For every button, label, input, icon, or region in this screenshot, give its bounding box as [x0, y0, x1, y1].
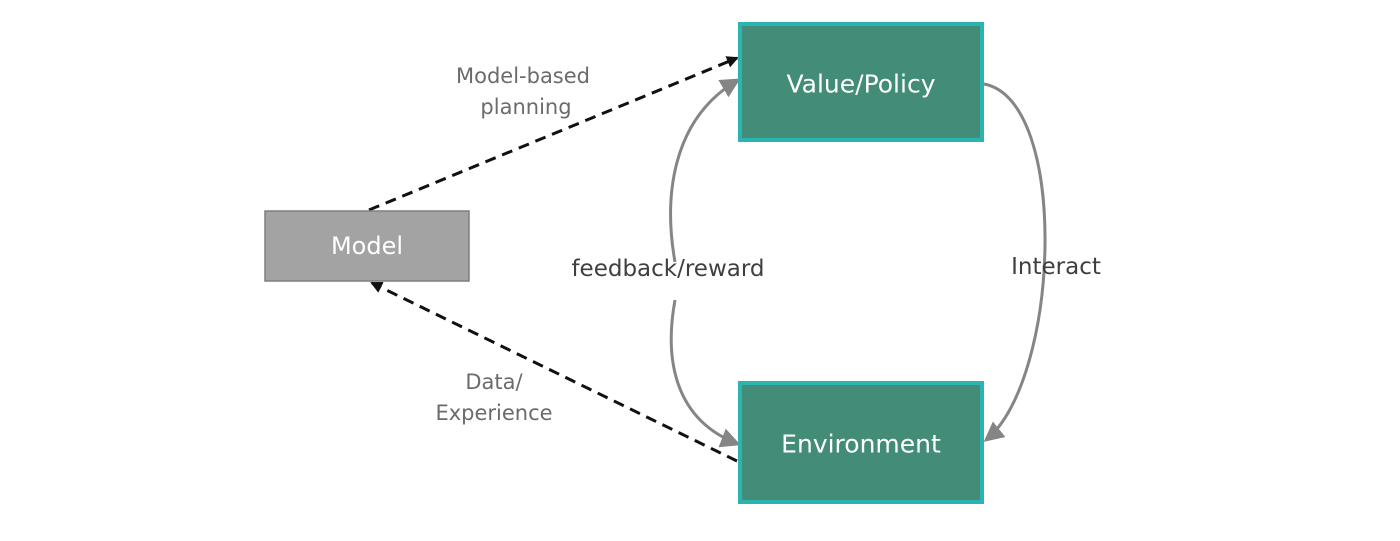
value-policy-box: [738, 22, 984, 142]
data-experience-label-line1: Data/: [465, 370, 523, 394]
data-experience-label-line2: Experience: [435, 401, 552, 425]
value-policy-node[interactable]: Value/Policy: [738, 22, 984, 142]
feedback-reward-arrow-down: [669, 299, 741, 448]
data-experience-arrow: [370, 281, 738, 463]
model-based-planning-label-line1: Model-based: [456, 64, 590, 88]
environment-label: Environment: [781, 430, 941, 459]
environment-node[interactable]: Environment: [738, 381, 984, 504]
interact-label: Interact: [1011, 254, 1101, 280]
model-based-planning-label-line2: planning: [480, 95, 571, 119]
feedback-reward-label: feedback/reward: [571, 256, 764, 282]
value-policy-label: Value/Policy: [787, 70, 936, 99]
feedback-reward-arrow-up: [669, 78, 741, 263]
interact-arrow: [983, 82, 1047, 442]
model-based-planning-arrow: [368, 56, 739, 212]
model-label: Model: [331, 232, 403, 260]
model-node[interactable]: Model: [264, 210, 470, 282]
environment-box: [738, 381, 984, 504]
model-box: [264, 210, 470, 282]
